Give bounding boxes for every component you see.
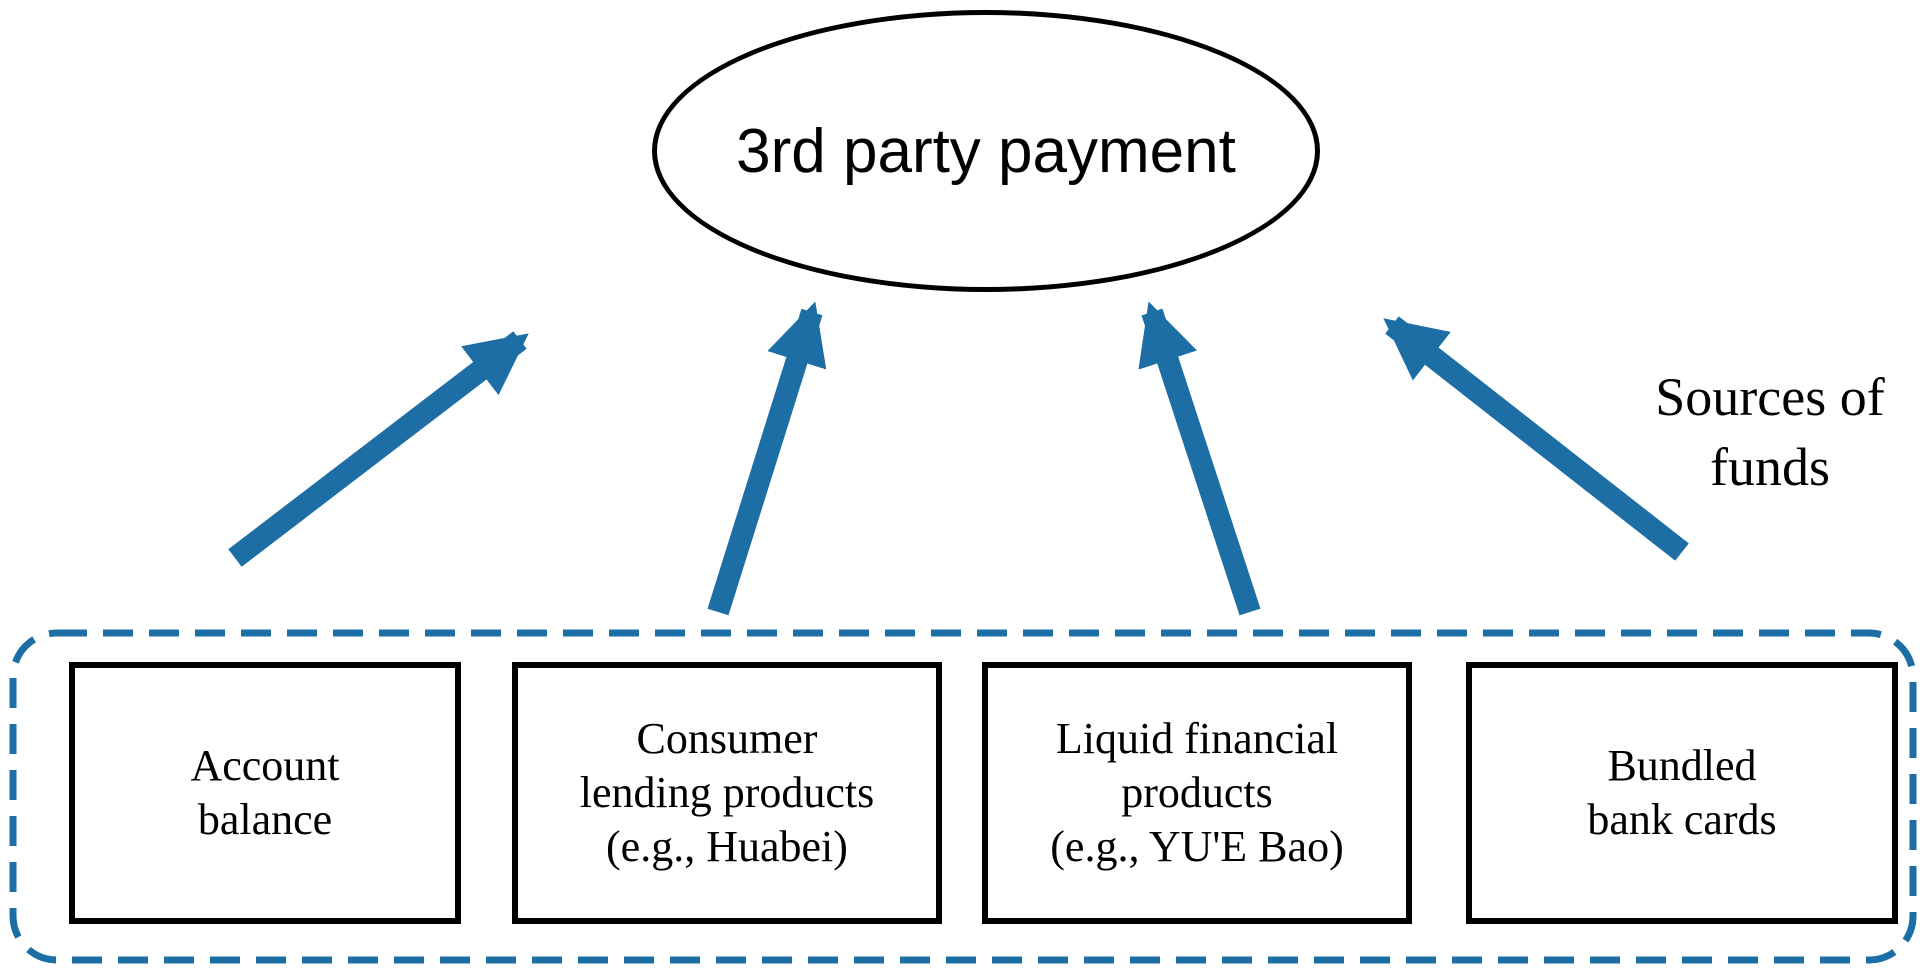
liquid-financial-box: Liquid financial products (e.g., YU'E Ba… <box>982 662 1412 924</box>
arrow-consumer-lending <box>707 301 827 616</box>
account-balance-box: Account balance <box>69 662 461 924</box>
consumer-lending-label: Consumer lending products (e.g., Huabei) <box>579 714 875 871</box>
bundled-bank-cards-box: Bundled bank cards <box>1466 662 1898 924</box>
consumer-lending-box: Consumer lending products (e.g., Huabei) <box>512 662 942 924</box>
sources-of-funds-label: Sources of funds <box>1655 367 1885 498</box>
bundled-bank-cards-label: Bundled bank cards <box>1587 741 1777 844</box>
third-party-payment-node: 3rd party payment <box>652 10 1320 292</box>
arrow-liquid-financial <box>1138 301 1261 616</box>
arrow-account-balance <box>228 331 529 567</box>
liquid-financial-label: Liquid financial products (e.g., YU'E Ba… <box>1050 714 1344 871</box>
third-party-payment-label: 3rd party payment <box>736 116 1236 186</box>
account-balance-label: Account balance <box>190 741 340 844</box>
